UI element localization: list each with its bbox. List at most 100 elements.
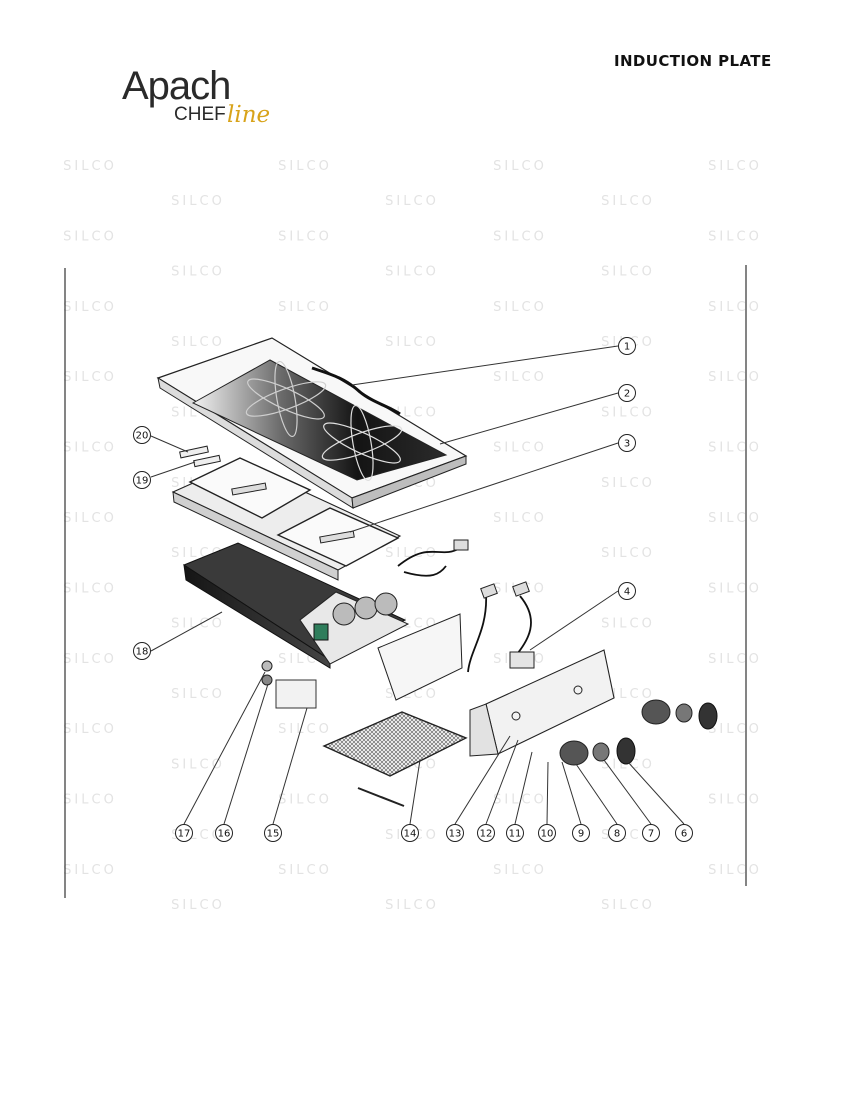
watermark-text: SILCO <box>493 370 547 385</box>
part-nut-lower <box>261 674 273 686</box>
callout-circle <box>618 384 636 402</box>
callout-number: 20 <box>136 431 149 442</box>
callout-number: 12 <box>480 829 493 840</box>
watermark-text: SILCO <box>278 863 332 878</box>
callout-18: 18 <box>133 642 151 660</box>
callout-number: 9 <box>578 829 584 840</box>
watermark-text: SILCO <box>63 863 117 878</box>
watermark-text: SILCO <box>708 159 762 174</box>
apach-chefline-logo: Apach CHEF line <box>120 64 280 134</box>
watermark-text: SILCO <box>63 722 117 737</box>
part-gasket-strip <box>311 366 401 416</box>
part-knob-upper <box>641 699 718 730</box>
watermark-text: SILCO <box>171 687 225 702</box>
page-title: INDUCTION PLATE <box>614 52 772 70</box>
watermark-text: SILCO <box>601 194 655 209</box>
callout-number: 15 <box>267 829 280 840</box>
watermark-text: SILCO <box>385 546 439 561</box>
callout-circle <box>618 434 636 452</box>
callout-circle <box>446 824 464 842</box>
glass-heating-zone-right <box>321 404 403 482</box>
callout-7: 7 <box>642 824 660 842</box>
callout-circle <box>175 824 193 842</box>
callout-14: 14 <box>401 824 419 842</box>
callout-number: 11 <box>509 829 522 840</box>
watermark-text: SILCO <box>63 793 117 808</box>
watermark-text: SILCO <box>385 898 439 913</box>
watermark-text: SILCO <box>63 300 117 315</box>
callout-circle <box>618 337 636 355</box>
watermark-text: SILCO <box>493 300 547 315</box>
callout-20: 20 <box>133 426 151 444</box>
callout-circle <box>618 582 636 600</box>
callout-number: 10 <box>541 829 554 840</box>
watermark-text: SILCO <box>601 898 655 913</box>
callout-9: 9 <box>572 824 590 842</box>
part-terminal-block <box>509 651 535 669</box>
callout-12: 12 <box>477 824 495 842</box>
watermark-text: SILCO <box>171 898 225 913</box>
callout-circle <box>264 824 282 842</box>
leader-lines <box>150 345 685 825</box>
callout-8: 8 <box>608 824 626 842</box>
callout-circle <box>215 824 233 842</box>
watermark-text: SILCO <box>63 441 117 456</box>
watermark-text: SILCO <box>63 581 117 596</box>
callout-circle <box>133 642 151 660</box>
callout-number: 6 <box>681 829 687 840</box>
watermark-text: SILCO <box>493 863 547 878</box>
callout-16: 16 <box>215 824 233 842</box>
logo-sub-brand-script: line <box>227 102 271 128</box>
callout-number: 7 <box>648 829 654 840</box>
connector-a <box>453 539 469 551</box>
watermark-text: SILCO <box>63 652 117 667</box>
callout-circle <box>608 824 626 842</box>
callout-10: 10 <box>538 824 556 842</box>
watermark-text: SILCO <box>63 511 117 526</box>
callout-number: 16 <box>218 829 231 840</box>
watermark-text: SILCO <box>63 229 117 244</box>
part-control-panel <box>469 649 615 757</box>
callout-number: 8 <box>614 829 620 840</box>
callout-circle <box>477 824 495 842</box>
watermark-text: SILCO <box>601 757 655 772</box>
callout-circle <box>506 824 524 842</box>
callout-number: 2 <box>624 389 630 400</box>
part-relay-assembly <box>275 679 317 709</box>
callout-circle <box>133 471 151 489</box>
connector-c <box>512 581 530 597</box>
watermark-text: SILCO <box>171 194 225 209</box>
part-nut-upper <box>261 660 273 672</box>
watermark-text: SILCO <box>385 194 439 209</box>
part-top-frame <box>156 337 468 509</box>
watermark-text: SILCO <box>708 229 762 244</box>
callout-number: 1 <box>624 342 630 353</box>
watermark-text: SILCO <box>171 265 225 280</box>
callout-number: 3 <box>624 439 630 450</box>
watermark-text: SILCO <box>63 159 117 174</box>
callout-circle <box>675 824 693 842</box>
callout-13: 13 <box>446 824 464 842</box>
watermark-text: SILCO <box>171 757 225 772</box>
watermark-text: SILCO <box>171 617 225 632</box>
watermark-text: SILCO <box>493 159 547 174</box>
callout-circle <box>538 824 556 842</box>
watermark-text: SILCO <box>278 793 332 808</box>
watermark-text: SILCO <box>601 405 655 420</box>
callout-number: 14 <box>404 829 417 840</box>
watermark-text: SILCO <box>63 370 117 385</box>
watermark-text: SILCO <box>493 793 547 808</box>
part-induction-coil-tray <box>171 457 402 581</box>
part-knob-lower <box>559 737 636 766</box>
glass-heating-zone-left <box>245 360 327 438</box>
watermark-text: SILCO <box>278 722 332 737</box>
callout-circle <box>642 824 660 842</box>
part-grease-filter <box>322 711 468 807</box>
callout-circle <box>401 824 419 842</box>
callout-4: 4 <box>618 582 636 600</box>
callout-6: 6 <box>675 824 693 842</box>
callout-17: 17 <box>175 824 193 842</box>
watermark-text: SILCO <box>601 476 655 491</box>
callout-number: 18 <box>136 647 149 658</box>
